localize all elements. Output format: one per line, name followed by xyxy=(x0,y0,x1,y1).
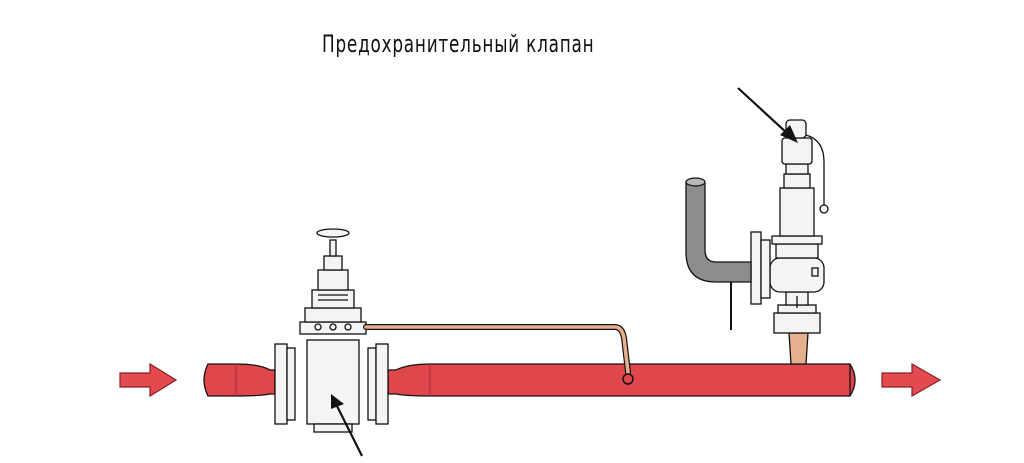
diagram-title: Предохранительный клапан xyxy=(322,30,595,58)
outlet-flow-arrow-icon xyxy=(881,362,942,398)
discharge-pipe xyxy=(685,181,752,283)
safety-valve xyxy=(750,119,829,334)
pressure-regulating-valve xyxy=(274,228,389,433)
pointer-arrow-icon xyxy=(331,394,363,457)
pointer-arrow-icon xyxy=(737,87,798,143)
safety-valve-inlet-nozzle xyxy=(788,332,809,365)
main-pipe xyxy=(203,363,856,397)
inlet-flow-arrow-icon xyxy=(119,362,178,398)
